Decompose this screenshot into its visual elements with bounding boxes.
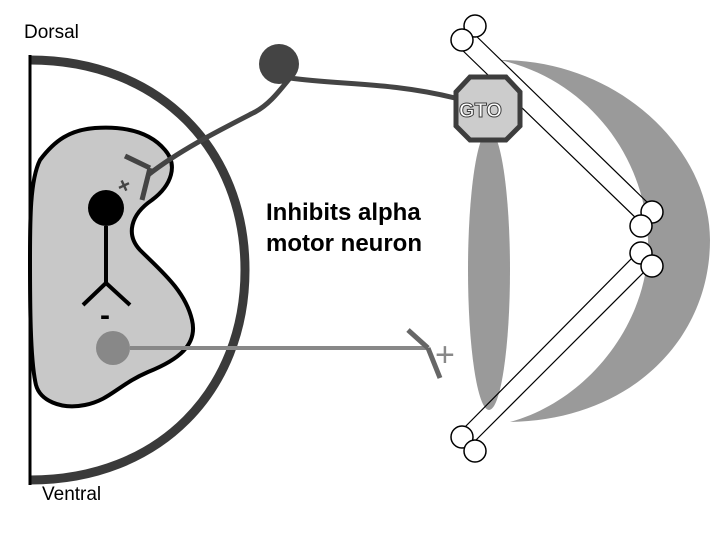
golgi-tendon-organ (453, 74, 523, 143)
excitatory-sign-muscle: + (435, 336, 455, 374)
sensory-neuron-soma (259, 44, 299, 84)
inhibits-label-line1: Inhibits alpha (266, 199, 421, 226)
sensory-synapse-terminal (123, 153, 153, 201)
muscle-belly (500, 60, 710, 422)
inhibitory-sign: - (100, 299, 110, 332)
interneuron-soma (88, 190, 124, 226)
interneuron-axon (81, 226, 132, 307)
tendon (468, 130, 510, 410)
dorsal-label: Dorsal (24, 22, 79, 43)
gto-label: GTO (459, 100, 502, 122)
alpha-motor-neuron-soma (96, 331, 130, 365)
motor-endplate (406, 328, 443, 379)
gray-matter (27, 125, 196, 409)
joint-circles (450, 14, 664, 463)
ventral-label: Ventral (42, 484, 101, 505)
sensory-afferent-axon (146, 75, 456, 177)
inhibits-label-line2: motor neuron (266, 230, 422, 257)
spinal-cord-outline (29, 55, 250, 485)
